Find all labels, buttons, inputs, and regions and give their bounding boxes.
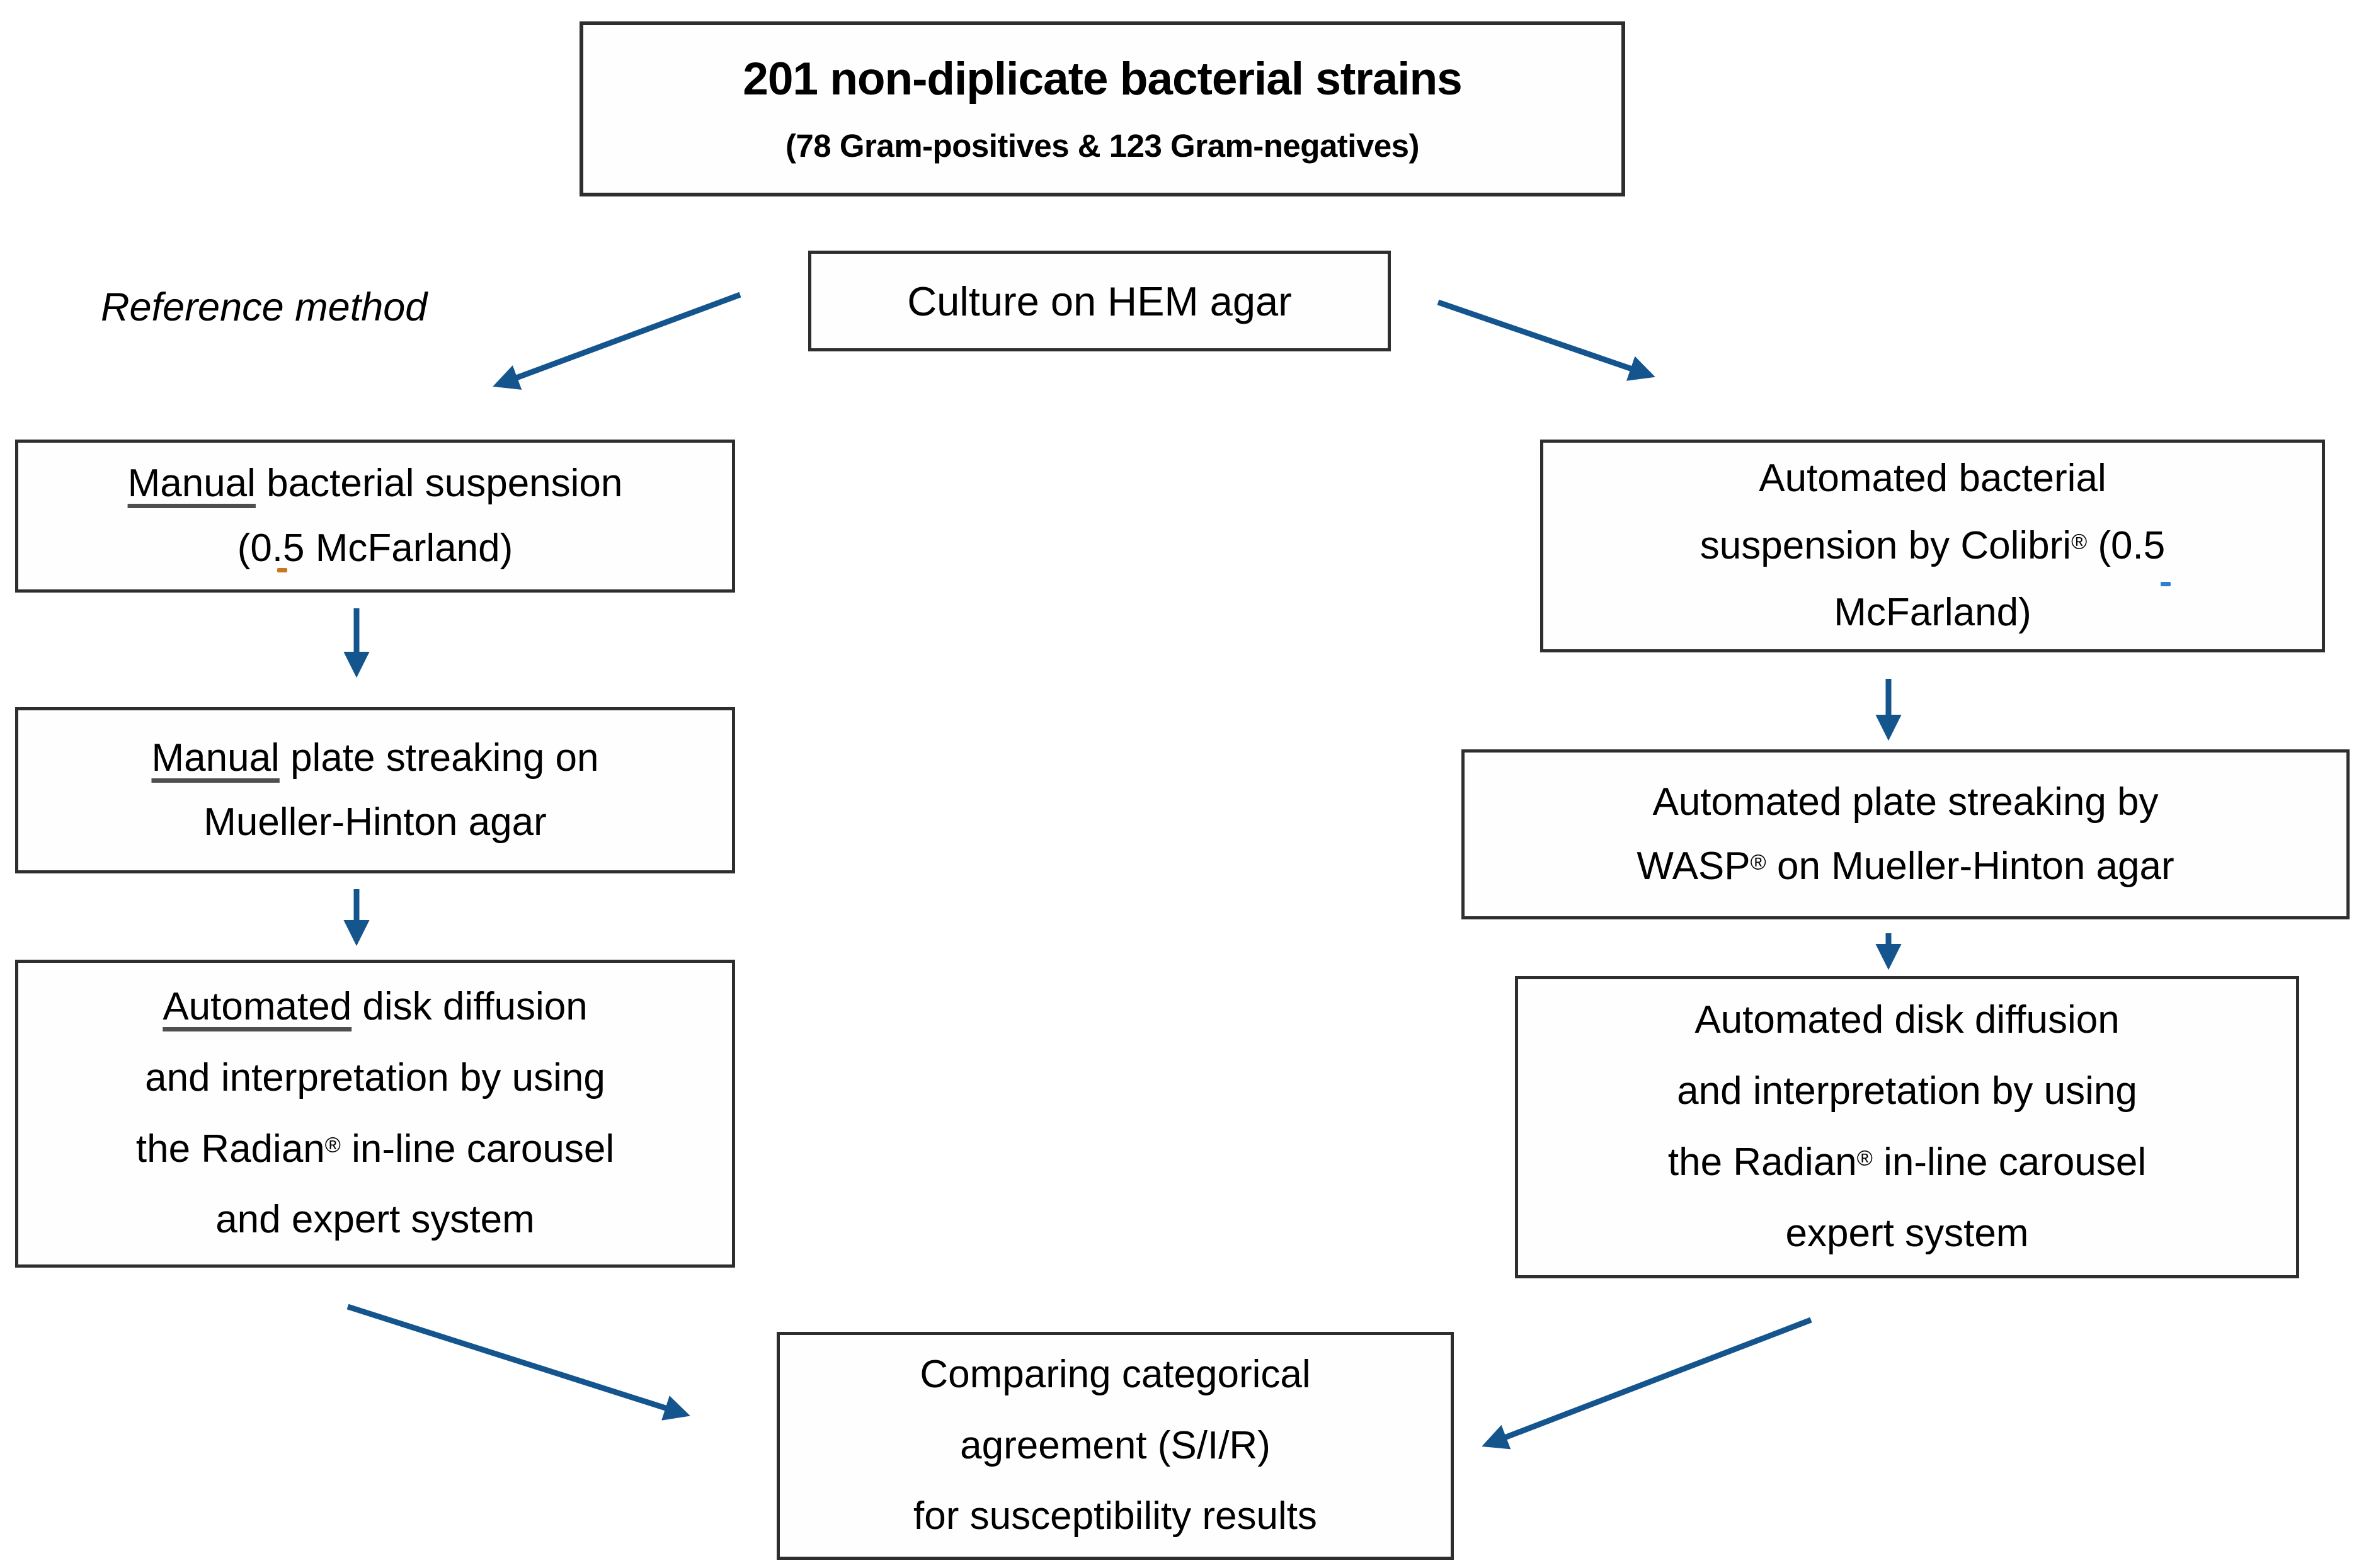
box-comparison: Comparing categorical agreement (S/I/R) … — [777, 1332, 1454, 1560]
culture-text: Culture on HEM agar — [907, 278, 1292, 324]
underlined-word: Automated — [163, 984, 352, 1028]
left-diffusion-line3: the Radian® in-line carousel — [135, 1127, 615, 1171]
arrow-left-to-comparison — [346, 1304, 690, 1421]
arrow-culture-to-manual — [493, 292, 741, 390]
comparison-line2: agreement (S/I/R) — [960, 1423, 1271, 1467]
box-automated-streaking: Automated plate streaking by WASP® on Mu… — [1461, 749, 2350, 919]
box-manual-streaking: Manual plate streaking on Mueller-Hinton… — [15, 707, 735, 873]
box-bacterial-strains: 201 non-diplicate bacterial strains (78 … — [580, 21, 1625, 196]
auto-streaking-line2: WASP® on Mueller-Hinton agar — [1637, 844, 2174, 888]
strains-title: 201 non-diplicate bacterial strains — [743, 54, 1463, 105]
auto-suspension-line2: suspension by Colibri® (0.5 — [1700, 523, 2166, 567]
manual-suspension-line2: (0.5 McFarland) — [237, 526, 513, 570]
box-left-disk-diffusion: Automated disk diffusion and interpretat… — [15, 960, 735, 1268]
strains-subtitle: (78 Gram-positives & 123 Gram-negatives) — [785, 128, 1420, 164]
underlined-word: Manual — [127, 462, 256, 506]
arrow-right-to-comparison — [1482, 1317, 1812, 1450]
manual-streaking-line1: Manual plate streaking on — [151, 726, 598, 790]
underline-artifact — [277, 568, 287, 572]
line-text: bacterial suspension — [255, 462, 623, 506]
manual-streaking-line2: Mueller-Hinton agar — [203, 800, 547, 844]
left-diffusion-line4: and expert system — [215, 1198, 535, 1242]
line-text: plate streaking on — [279, 736, 599, 780]
left-diffusion-line1: Automated disk diffusion — [163, 972, 587, 1043]
auto-suspension-line3: McFarland) — [1834, 591, 2031, 635]
box-culture-hem-agar: Culture on HEM agar — [808, 251, 1391, 351]
box-automated-suspension: Automated bacterial suspension by Colibr… — [1540, 440, 2325, 652]
right-diffusion-line3: the Radian® in-line carousel — [1667, 1140, 2147, 1184]
auto-streaking-line1: Automated plate streaking by — [1652, 780, 2159, 824]
left-diffusion-line2: and interpretation by using — [145, 1055, 605, 1099]
right-diffusion-line4: expert system — [1785, 1211, 2029, 1255]
comparison-line1: Comparing categorical — [920, 1352, 1311, 1396]
reference-method-label: Reference method — [101, 285, 428, 329]
underline-artifact — [2161, 582, 2171, 586]
right-diffusion-line1: Automated disk diffusion — [1694, 998, 2120, 1042]
arrow-culture-to-automated — [1437, 299, 1655, 381]
auto-suspension-line1: Automated bacterial — [1759, 457, 2106, 501]
line-text: disk diffusion — [351, 984, 588, 1028]
box-manual-suspension: Manual bacterial suspension (0.5 McFarla… — [15, 440, 735, 593]
box-right-disk-diffusion: Automated disk diffusion and interpretat… — [1515, 976, 2299, 1278]
comparison-line3: for susceptibility results — [913, 1494, 1317, 1538]
right-diffusion-line2: and interpretation by using — [1677, 1069, 2137, 1113]
underlined-word: Manual — [151, 736, 280, 780]
manual-suspension-line1: Manual bacterial suspension — [128, 452, 623, 516]
